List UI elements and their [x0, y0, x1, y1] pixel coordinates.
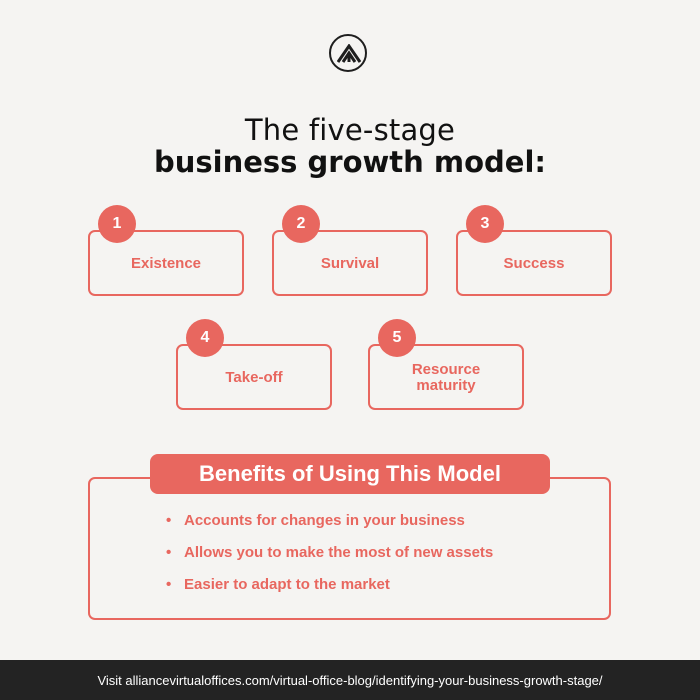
stage-label: Success	[503, 255, 565, 272]
stage-number-badge: 2	[282, 205, 320, 243]
page-title-line1: The five-stage	[244, 113, 456, 147]
stage-label: Survival	[320, 255, 380, 272]
stage-label: Resource maturity	[411, 361, 481, 394]
stage-number-badge: 5	[378, 319, 416, 357]
benefit-text: Easier to adapt to the market	[184, 576, 390, 593]
benefit-text: Allows you to make the most of new asset…	[184, 544, 494, 561]
benefits-title: Benefits of Using This Model	[150, 454, 550, 494]
list-item: • Accounts for changes in your business	[166, 512, 493, 544]
brand-logo	[329, 34, 367, 72]
page-title-line2: business growth model:	[153, 145, 547, 179]
bullet-icon: •	[166, 512, 172, 529]
footer-link-text[interactable]: Visit alliancevirtualoffices.com/virtual…	[97, 672, 603, 688]
stage-number-badge: 4	[186, 319, 224, 357]
bullet-icon: •	[166, 544, 172, 561]
stage-number-badge: 3	[466, 205, 504, 243]
list-item: • Easier to adapt to the market	[166, 576, 493, 608]
stage-number-badge: 1	[98, 205, 136, 243]
list-item: • Allows you to make the most of new ass…	[166, 544, 493, 576]
benefits-list: • Accounts for changes in your business …	[166, 512, 493, 608]
stage-label: Take-off	[225, 369, 283, 386]
footer-bar: Visit alliancevirtualoffices.com/virtual…	[0, 660, 700, 700]
stage-label: Existence	[130, 255, 202, 272]
bullet-icon: •	[166, 576, 172, 593]
benefit-text: Accounts for changes in your business	[184, 512, 465, 529]
stage-card-existence: Existence	[88, 230, 244, 296]
mountain-logo-icon	[337, 44, 361, 63]
